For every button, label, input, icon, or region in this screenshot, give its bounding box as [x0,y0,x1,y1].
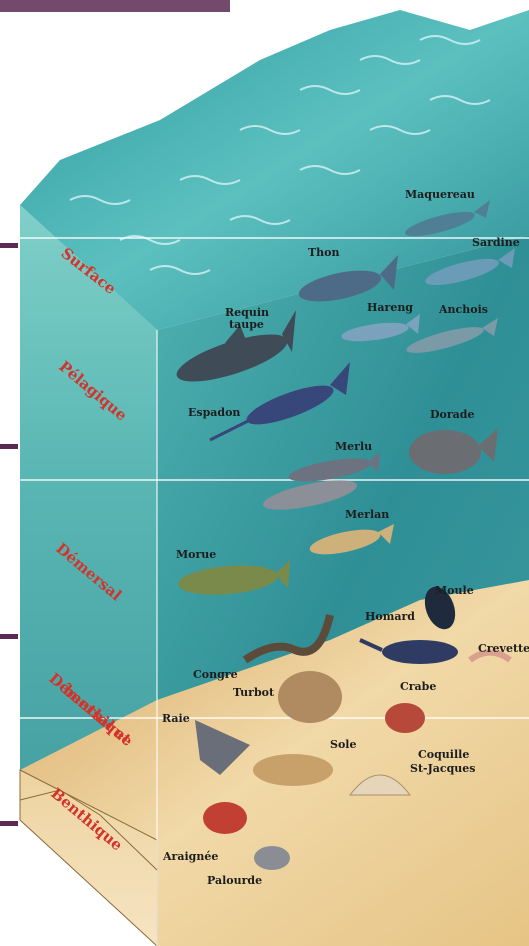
fish-sole [253,754,333,786]
label-homard: Homard [365,610,415,623]
label-araignee: Araignée [162,850,218,863]
label-moule: Moule [435,584,474,597]
header-fragment [0,0,230,12]
label-maquereau: Maquereau [405,188,475,201]
label-morue: Morue [176,548,216,561]
label-coquille-2: St-Jacques [410,762,476,775]
label-congre: Congre [193,668,238,681]
crab-crabe [385,703,425,733]
shell-palourde [254,846,290,870]
left-depth-markers [0,243,18,826]
label-thon: Thon [308,246,340,259]
label-turbot: Turbot [233,686,275,699]
label-dorade: Dorade [430,408,475,421]
fish-turbot [278,671,342,723]
label-crevette: Crevette [478,642,529,655]
label-espadon: Espadon [188,406,240,419]
label-merlu: Merlu [335,440,372,453]
label-anchois: Anchois [438,303,488,316]
label-sole: Sole [330,738,356,751]
label-merlan: Merlan [345,508,389,521]
label-raie: Raie [162,712,190,725]
label-coquille-1: Coquille [418,748,469,761]
crab-araignee [203,802,247,834]
label-sardine: Sardine [472,236,520,249]
label-crabe: Crabe [400,680,436,693]
label-hareng: Hareng [367,301,413,314]
label-palourde: Palourde [207,874,262,887]
label-requin-2: taupe [229,318,264,331]
